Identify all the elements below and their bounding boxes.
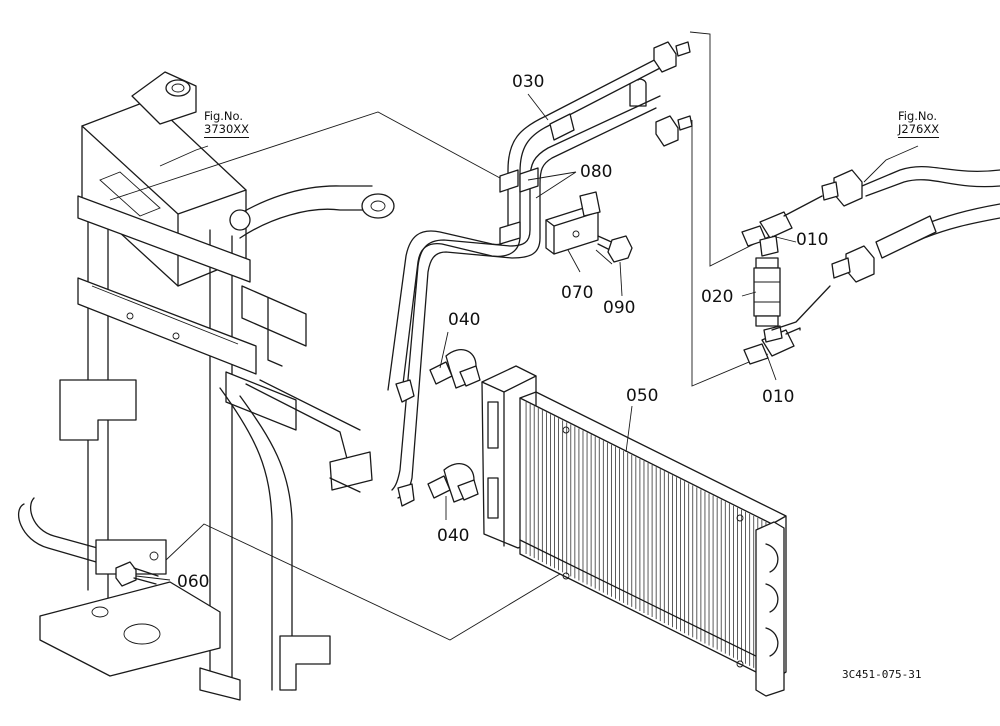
frame-arm xyxy=(229,185,395,239)
part-label-010-upper: 010 xyxy=(796,230,829,250)
reference-left-line1: Fig.No. xyxy=(204,109,244,123)
reference-label-left: Fig.No. 3730XX xyxy=(204,109,250,139)
part-label-090: 090 xyxy=(603,298,636,318)
frame-assembly xyxy=(18,71,373,701)
reference-right-line1: Fig.No. xyxy=(898,109,938,123)
part-label-040-upper: 040 xyxy=(448,310,481,330)
tee-010-lower xyxy=(743,285,831,365)
leader-lines xyxy=(109,31,771,641)
diagram-code: 3C451-075-31 xyxy=(842,668,922,681)
reference-label-right: Fig.No. J276XX xyxy=(898,109,940,139)
part-label-020: 020 xyxy=(701,287,734,307)
part-label-080: 080 xyxy=(580,162,613,182)
elbow-040-lower xyxy=(427,463,479,503)
part-label-050: 050 xyxy=(626,386,659,406)
reference-right-line2: J276XX xyxy=(898,123,940,139)
elbow-040-upper xyxy=(429,349,481,389)
bolt-060 xyxy=(115,561,159,587)
bolt-090 xyxy=(597,235,633,263)
hydraulic-hoses-right xyxy=(821,165,1000,283)
filter-020 xyxy=(753,257,781,327)
part-label-040-lower: 040 xyxy=(437,526,470,546)
part-label-060: 060 xyxy=(177,572,210,592)
part-label-010-lower: 010 xyxy=(762,387,795,407)
bracket-070 xyxy=(545,191,601,255)
part-label-030: 030 xyxy=(512,72,545,92)
cooler-pipes xyxy=(387,41,693,507)
tee-010-upper xyxy=(741,195,823,257)
label-leaders xyxy=(135,93,919,581)
reference-left-line2: 3730XX xyxy=(204,123,250,139)
oil-cooler-050 xyxy=(481,365,787,697)
part-label-070: 070 xyxy=(561,283,594,303)
